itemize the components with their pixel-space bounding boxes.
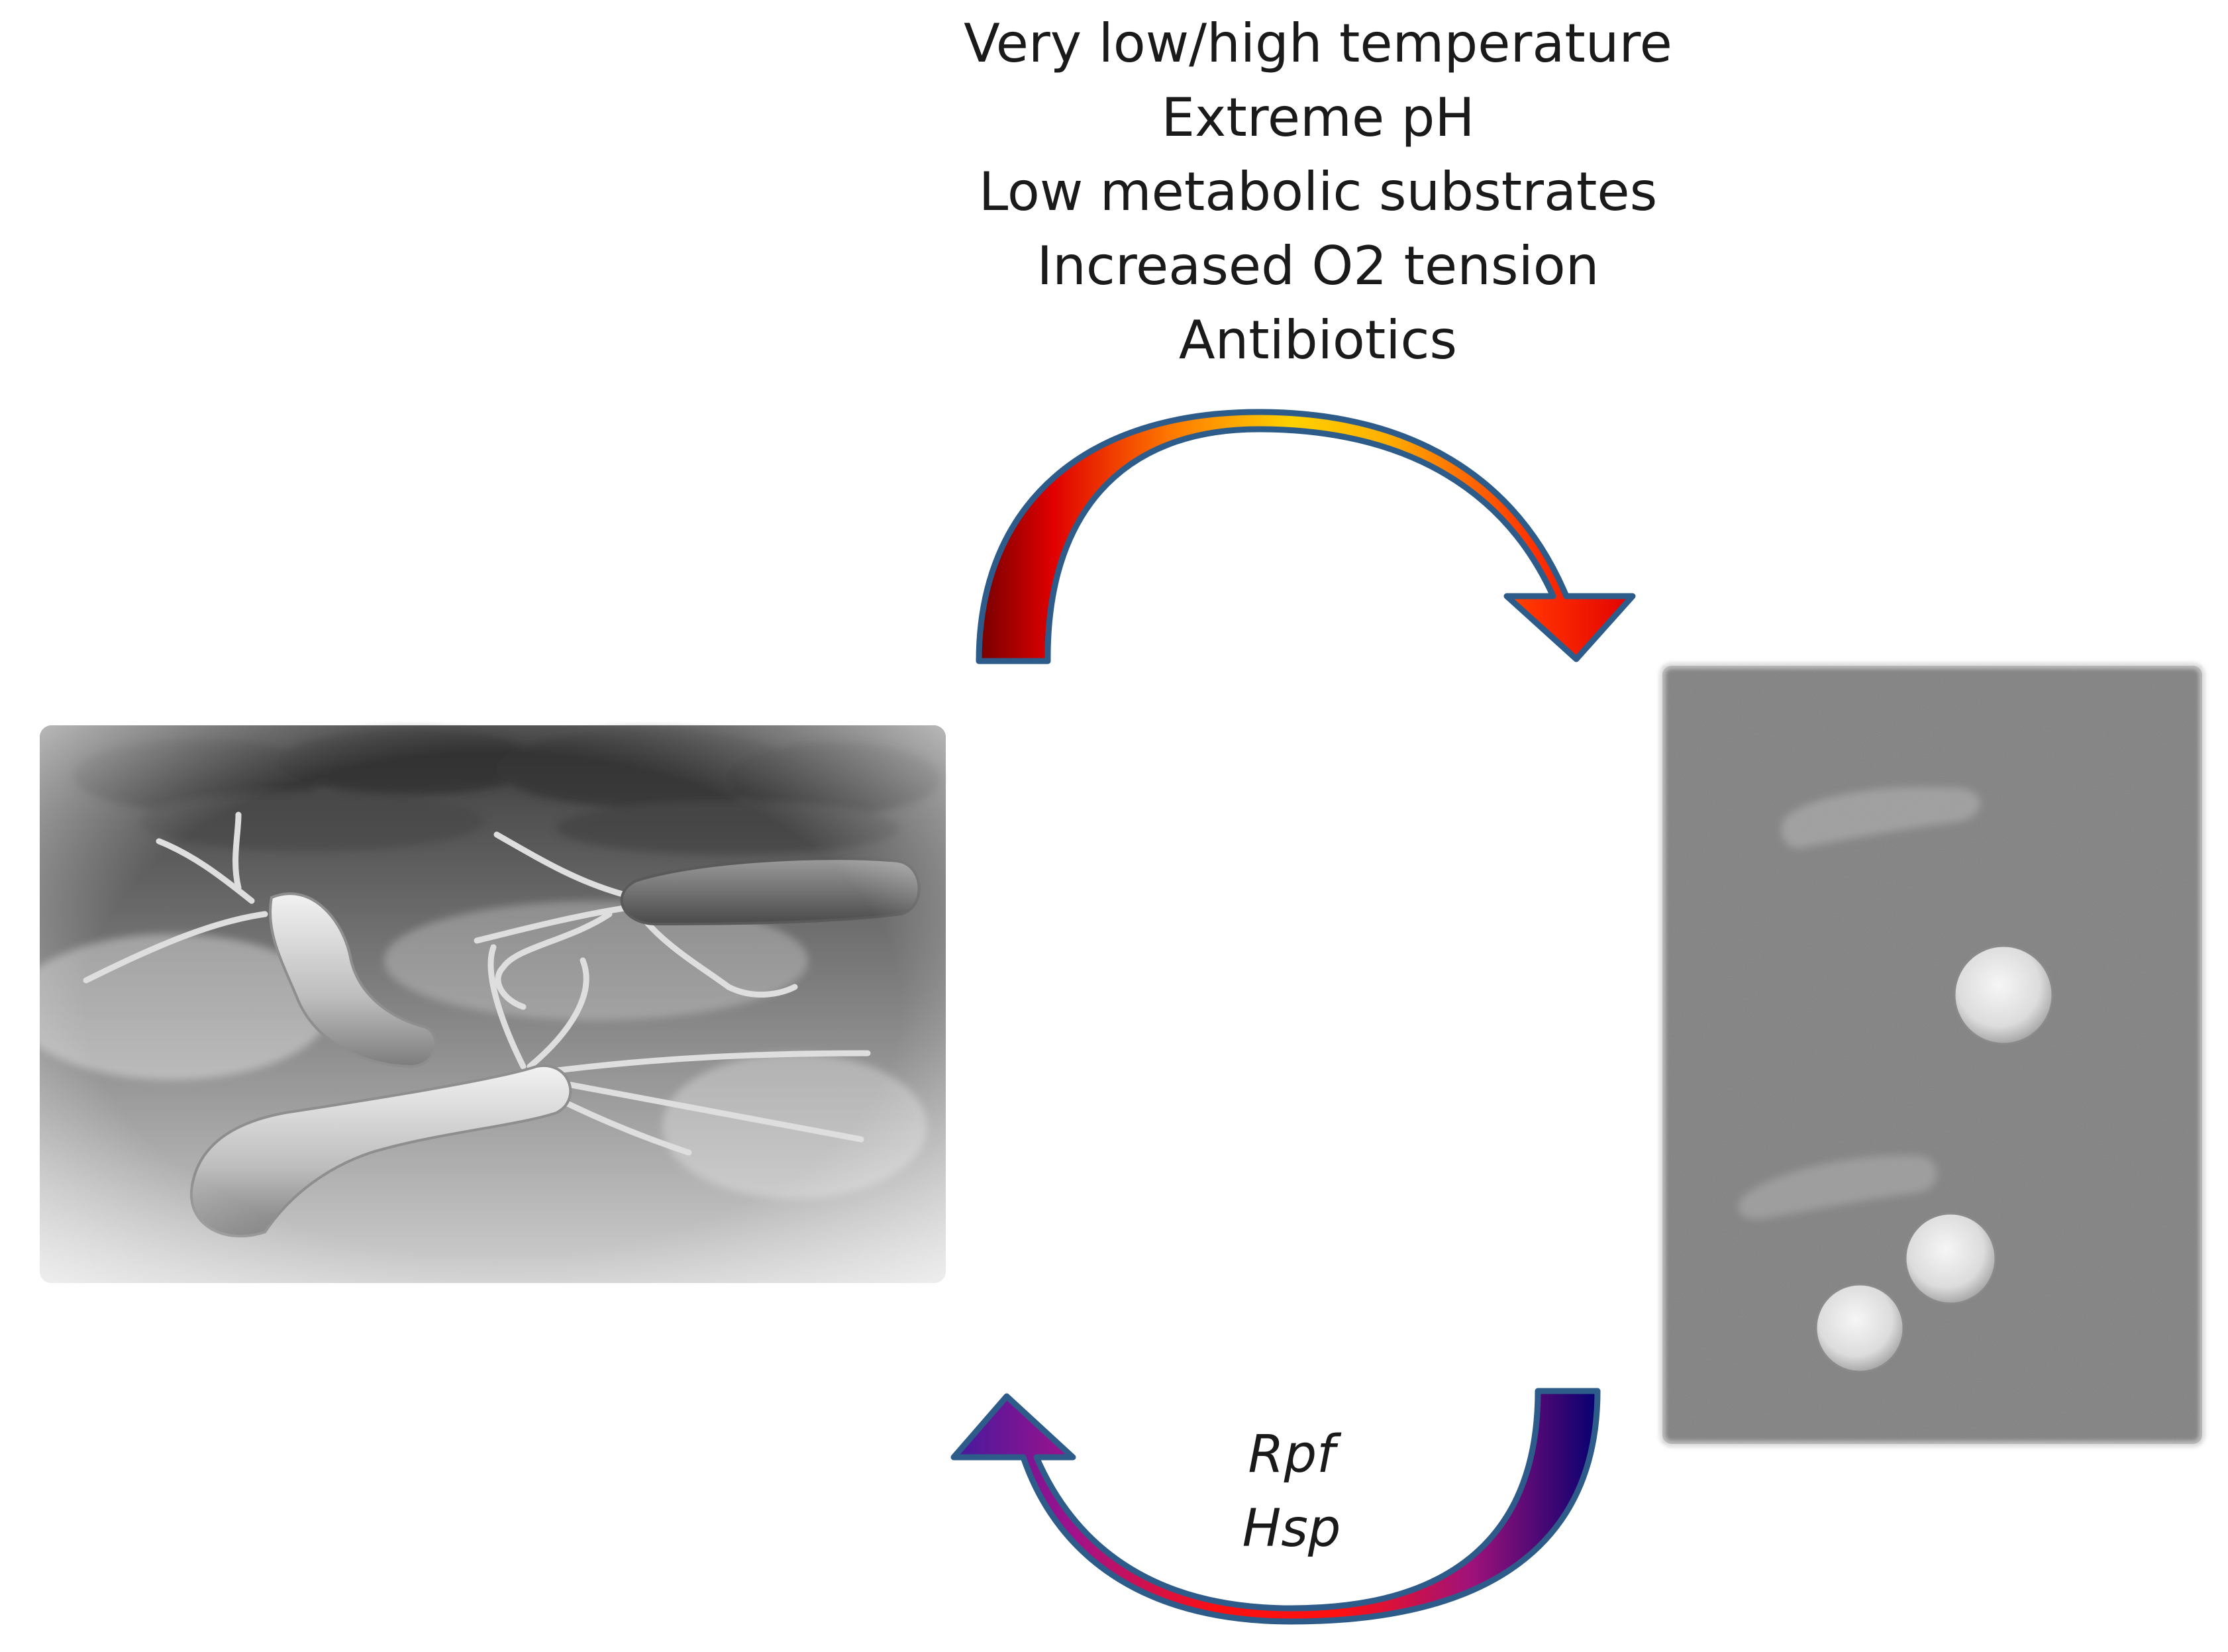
stress-factor-temperature: Very low/high temperature — [964, 13, 1672, 74]
top-arrow-shape — [976, 409, 1636, 664]
spiral-bacteria-image — [13, 725, 946, 1283]
stress-factor-list: Very low/high temperature Extreme pH Low… — [828, 7, 1808, 378]
stress-factor-ph: Extreme pH — [1161, 87, 1475, 148]
resuscitation-factor-hsp: Hsp — [1242, 1499, 1341, 1559]
stress-factor-substrates: Low metabolic substrates — [978, 161, 1658, 223]
coccoid-cells-image — [1659, 662, 2205, 1447]
resuscitation-factor-list: Rpf Hsp — [1159, 1418, 1424, 1566]
bottom-arrow-shape — [950, 1388, 1601, 1625]
resuscitation-factor-rpf: Rpf — [1248, 1425, 1335, 1484]
bottom-arrow — [950, 1388, 1601, 1625]
stress-factor-antibiotics: Antibiotics — [1178, 309, 1458, 371]
stress-factor-oxygen: Increased O2 tension — [1037, 235, 1599, 297]
top-arrow — [976, 409, 1636, 664]
